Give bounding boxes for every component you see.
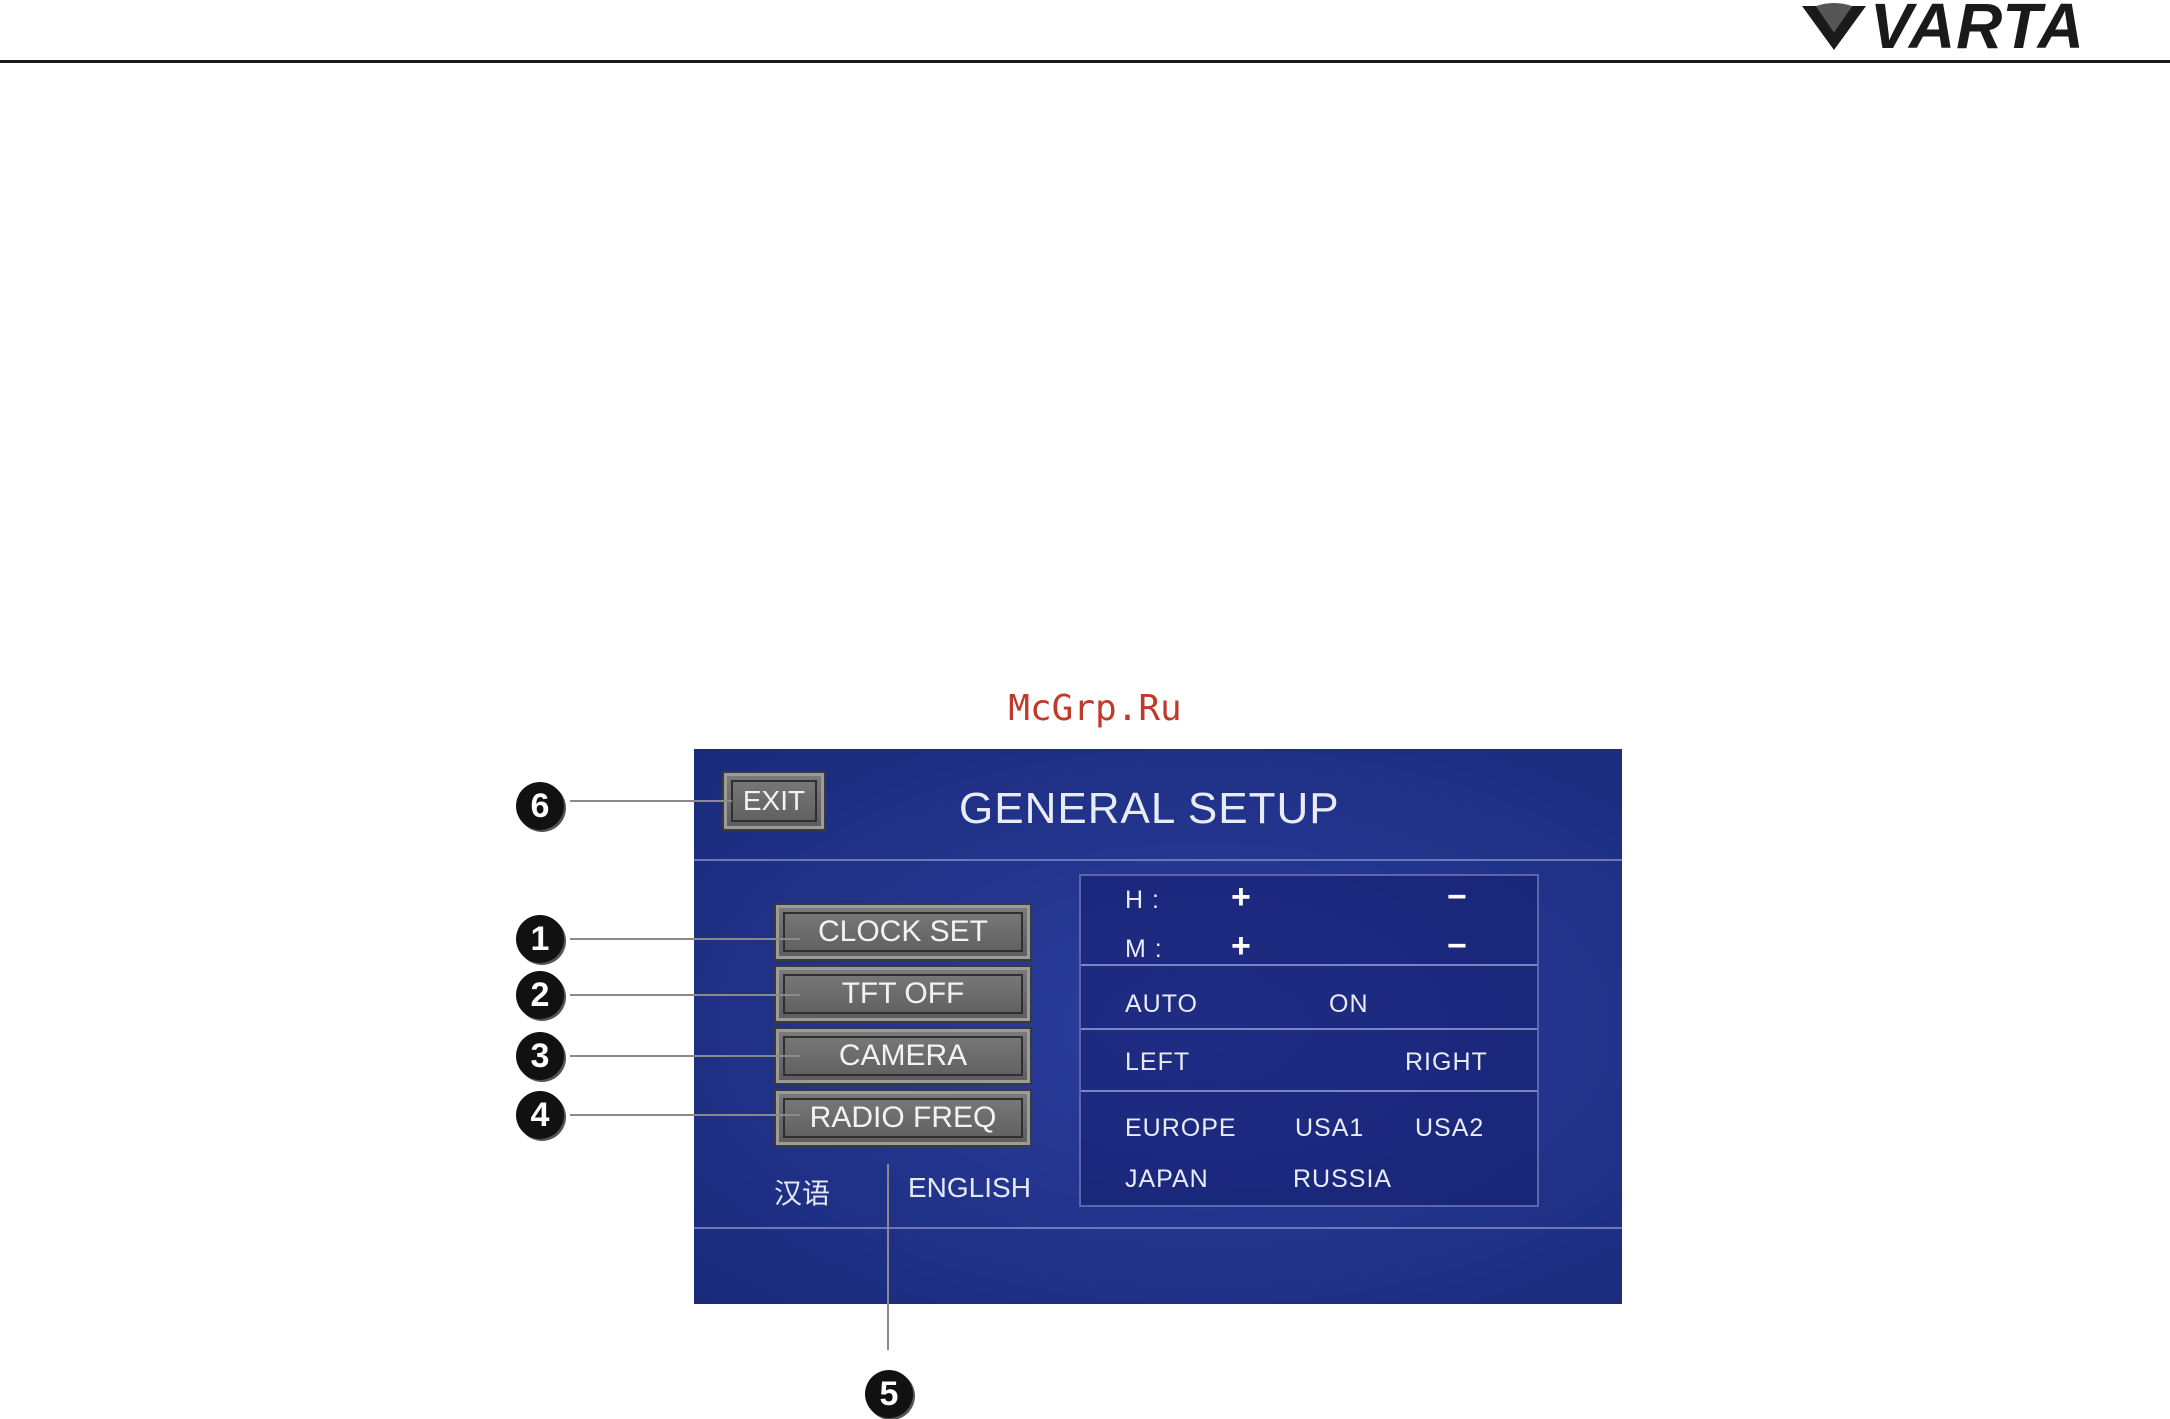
leader-2 — [570, 994, 800, 996]
leader-6 — [570, 800, 732, 802]
camera-button[interactable]: CAMERA — [776, 1029, 1030, 1083]
auto-on-toggle[interactable]: ON — [1329, 990, 1369, 1019]
tft-off-label: TFT OFF — [842, 977, 965, 1011]
exit-button-label: EXIT — [743, 785, 805, 817]
settings-panel: H : + − M : + − AUTO ON LEFT RIGHT EUROP… — [1079, 874, 1539, 1207]
leader-1 — [570, 938, 800, 940]
region-russia[interactable]: RUSSIA — [1293, 1165, 1392, 1194]
clock-set-label: CLOCK SET — [818, 915, 988, 949]
camera-label: CAMERA — [839, 1039, 967, 1073]
region-usa2[interactable]: USA2 — [1415, 1114, 1484, 1143]
header-rule — [0, 60, 2170, 63]
left-option[interactable]: LEFT — [1125, 1048, 1190, 1077]
screen-divider-bottom — [694, 1227, 1622, 1229]
clock-set-button[interactable]: CLOCK SET — [776, 905, 1030, 959]
region-europe[interactable]: EUROPE — [1125, 1114, 1237, 1143]
region-japan[interactable]: JAPAN — [1125, 1165, 1209, 1194]
callout-3: 3 — [516, 1032, 564, 1080]
logo-wordmark: VARTA — [1870, 0, 2085, 58]
leader-3 — [570, 1055, 800, 1057]
leader-4 — [570, 1114, 800, 1116]
language-chinese[interactable]: 汉语 — [774, 1172, 830, 1212]
callout-1: 1 — [516, 915, 564, 963]
general-setup-screen: EXIT GENERAL SETUP CLOCK SET TFT OFF CAM… — [694, 749, 1622, 1304]
callout-2: 2 — [516, 971, 564, 1019]
language-english[interactable]: ENGLISH — [908, 1172, 1031, 1204]
callout-6: 6 — [516, 782, 564, 830]
callout-5: 5 — [865, 1370, 913, 1418]
varta-shield-icon — [1800, 2, 1868, 52]
tft-off-button[interactable]: TFT OFF — [776, 967, 1030, 1021]
exit-button[interactable]: EXIT — [724, 773, 824, 829]
hour-label: H : — [1125, 886, 1160, 915]
hour-plus-button[interactable]: + — [1231, 878, 1251, 917]
minute-label: M : — [1125, 935, 1163, 964]
watermark: McGrp.Ru — [990, 688, 1200, 729]
auto-label: AUTO — [1125, 990, 1198, 1019]
minute-plus-button[interactable]: + — [1231, 927, 1251, 966]
minute-minus-button[interactable]: − — [1447, 927, 1467, 966]
hour-minus-button[interactable]: − — [1447, 878, 1467, 917]
leader-5 — [887, 1164, 889, 1350]
radio-freq-label: RADIO FREQ — [810, 1101, 997, 1135]
screen-title: GENERAL SETUP — [959, 784, 1340, 834]
panel-divider — [1081, 1028, 1537, 1030]
screen-divider-top — [694, 859, 1622, 861]
panel-divider — [1081, 964, 1537, 966]
region-usa1[interactable]: USA1 — [1295, 1114, 1364, 1143]
panel-divider — [1081, 1090, 1537, 1092]
right-option[interactable]: RIGHT — [1405, 1048, 1488, 1077]
radio-freq-button[interactable]: RADIO FREQ — [776, 1091, 1030, 1145]
varta-logo: VARTA — [1800, 0, 2170, 56]
callout-4: 4 — [516, 1091, 564, 1139]
